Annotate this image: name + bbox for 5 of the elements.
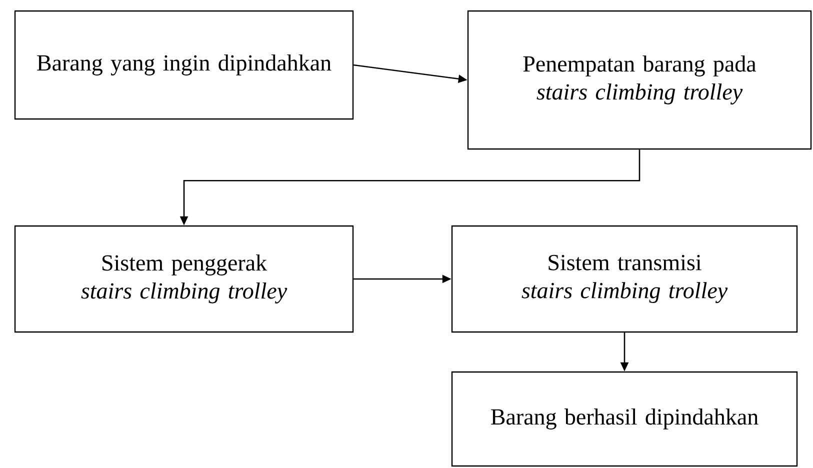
process-box: Penempatan barang pada stairs climbing trolley [467,10,812,150]
process-box: Barang berhasil dipindahkan [451,371,798,467]
process-box: Sistem penggerak stairs climbing trolley [14,225,354,333]
process-box: Barang yang ingin dipindahkan [14,10,354,120]
process-box: Sistem transmisi stairs climbing trolley [451,225,798,333]
